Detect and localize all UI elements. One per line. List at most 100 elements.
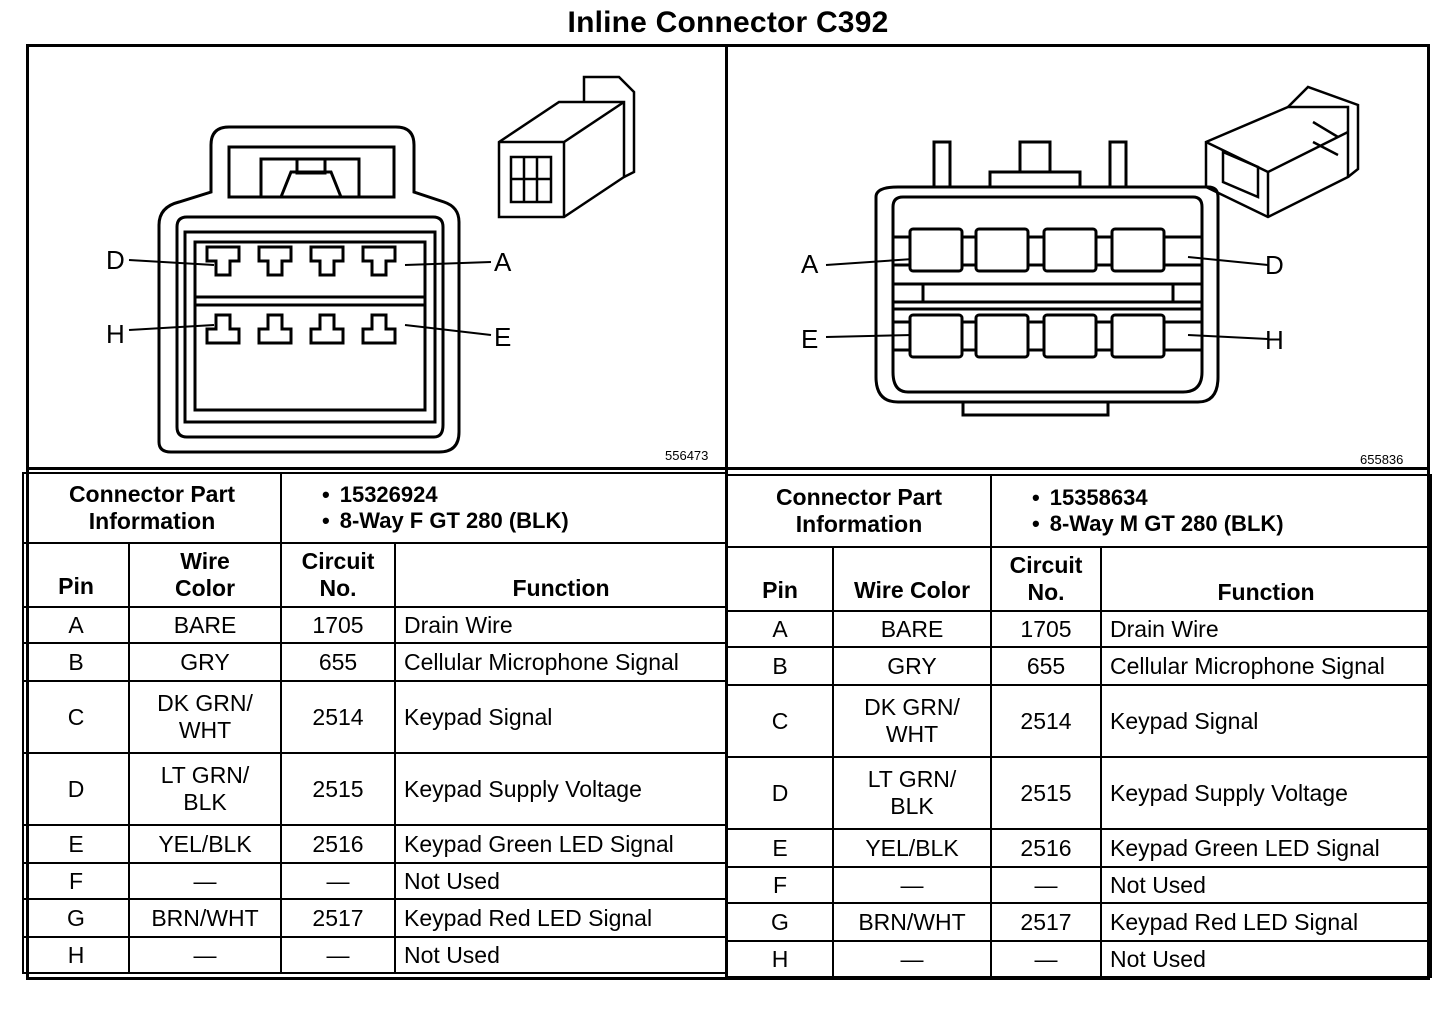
table-cell: BARE [127,606,283,644]
table-cell: Drain Wire [1100,610,1433,648]
part-description: 8-Way F GT 280 (BLK) [339,508,569,533]
table-cell: — [280,936,397,974]
figure-table-divider [26,467,1430,470]
table-cell: 2514 [280,680,397,754]
table-cell: 2516 [280,824,397,864]
table-cell: F [726,866,834,904]
table-cell: 1705 [990,610,1103,648]
table-cell: G [726,902,834,942]
table-cell: Keypad Signal [394,680,729,754]
table-cell: B [726,646,834,686]
table-cell: H [22,936,130,974]
table-cell: LT GRN/BLK [831,756,993,830]
label-a-right: A [801,249,819,279]
table-cell: G [22,898,130,938]
label-h-left: H [106,319,125,349]
label-d-left: D [106,245,125,275]
page-title: Inline Connector C392 [567,6,889,39]
table-cell: — [127,862,283,900]
table-cell: E [726,828,834,868]
table-cell: 2515 [280,752,397,826]
table-cell: B [22,642,130,682]
table-cell: BRN/WHT [127,898,283,938]
table-cell: DK GRN/WHT [127,680,283,754]
pinout-table-right: Connector Part Information •15358634 •8-… [725,474,1433,978]
table-cell: D [726,756,834,830]
table-cell: F [22,862,130,900]
label-e-right: E [801,324,819,354]
table-cell: 2517 [990,902,1103,942]
table-cell: YEL/BLK [831,828,993,868]
table-cell: E [22,824,130,864]
table-cell: A [22,606,130,644]
table-cell: — [831,940,993,978]
part-number: 15326924 [339,482,438,507]
pinout-table-left: Connector Part Information •15326924 •8-… [21,472,729,974]
male-connector-drawing [825,85,1360,417]
table-cell: Not Used [1100,940,1433,978]
table-cell: Cellular Microphone Signal [1100,646,1433,686]
table-cell: 2517 [280,898,397,938]
table-cell: Keypad Green LED Signal [394,824,729,864]
table-cell: DK GRN/WHT [831,684,993,758]
table-cell: — [990,940,1103,978]
table-cell: — [990,866,1103,904]
table-cell: 655 [990,646,1103,686]
connector-info-value: •15358634 •8-Way M GT 280 (BLK) [990,474,1433,548]
table-cell: BARE [831,610,993,648]
figure-id-right: 655836 [1360,452,1404,467]
table-cell: — [831,866,993,904]
part-number: 15358634 [1049,485,1148,510]
table-cell: 1705 [280,606,397,644]
table-cell: 2516 [990,828,1103,868]
table-row: H——Not Used [22,936,729,974]
label-e-left: E [494,322,512,352]
table-cell: BRN/WHT [831,902,993,942]
connector-info-value: •15326924 •8-Way F GT 280 (BLK) [280,472,729,544]
col-function-header: Function [1100,546,1433,612]
table-cell: 2515 [990,756,1103,830]
table-cell: Not Used [394,862,729,900]
col-pin-header: Pin [22,542,130,608]
table-cell: Keypad Red LED Signal [1100,902,1433,942]
table-cell: Keypad Red LED Signal [394,898,729,938]
table-cell: — [280,862,397,900]
table-cell: Cellular Microphone Signal [394,642,729,682]
table-cell: Keypad Supply Voltage [1100,756,1433,830]
col-function-header: Function [394,542,729,608]
col-wire-header: Wire Color [831,546,993,612]
table-cell: C [726,684,834,758]
connector-info-label: Connector Part Information [21,472,283,544]
table-cell: C [22,680,130,754]
table-row: H——Not Used [726,940,1433,978]
female-connector-figure: 556473 D A H E [29,47,725,467]
table-row: F——Not Used [726,866,1433,904]
table-cell: LT GRN/BLK [127,752,283,826]
col-pin-header: Pin [726,546,834,612]
table-cell: Keypad Signal [1100,684,1433,758]
table-cell: D [22,752,130,826]
label-h-right: H [1265,325,1284,355]
table-row: F——Not Used [22,862,729,900]
table-cell: YEL/BLK [127,824,283,864]
part-description: 8-Way M GT 280 (BLK) [1049,511,1284,536]
table-cell: 655 [280,642,397,682]
connector-info-row: Connector Part Information •15358634 •8-… [725,474,1433,548]
table-cell: GRY [831,646,993,686]
male-connector-figure: 655836 A D E H [728,47,1427,467]
